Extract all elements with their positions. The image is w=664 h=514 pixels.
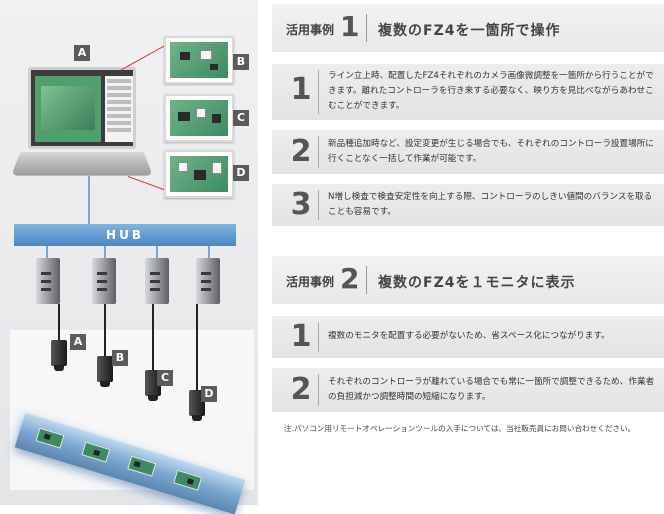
- item-text: それぞれのコントローラが離れている場合でも常に一箇所で調整できるため、作業者の負…: [328, 377, 655, 402]
- label-c-cam: C: [157, 370, 173, 386]
- label-b-cam: B: [112, 350, 128, 366]
- camera-b: [97, 356, 113, 387]
- case2-divider: [366, 266, 367, 294]
- network-cable: [156, 246, 158, 258]
- controller-d: [196, 258, 220, 304]
- item-divider: [318, 190, 319, 220]
- camera-a: [51, 340, 67, 371]
- network-cable: [46, 246, 48, 258]
- case1-number: 1: [340, 10, 360, 43]
- circuit-board: [173, 469, 203, 491]
- label-a-cam: A: [70, 334, 86, 350]
- item-number: 1: [290, 319, 312, 354]
- item-text: 新品種追加時など、設定変更が生じる場合でも、それぞれのコントローラ設置場所に行く…: [328, 139, 654, 164]
- item-number: 2: [290, 372, 312, 407]
- item-divider: [318, 136, 319, 168]
- case1-item: 2 新品種追加時など、設定変更が生じる場合でも、それぞれのコントローラ設置場所に…: [272, 130, 664, 174]
- case2-item: 1 複数のモニタを配置する必要がないため、省スペース化につながります。: [272, 316, 664, 358]
- camera-cable: [152, 304, 154, 370]
- case1-divider: [366, 14, 367, 42]
- case2-label: 活用事例: [286, 275, 335, 289]
- camera-cable: [104, 304, 106, 356]
- case2-item: 2 それぞれのコントローラが離れている場合でも常に一箇所で調整できるため、作業者…: [272, 368, 664, 412]
- item-text: N増し検査で検査安定性を向上する際、コントローラのしきい値間のバランスを取ること…: [328, 192, 653, 217]
- circuit-board: [127, 455, 157, 477]
- case1-label: 活用事例: [286, 23, 335, 37]
- label-c-thumb: C: [233, 110, 249, 126]
- system-illustration: A B C D HUB A: [0, 0, 258, 514]
- item-number: 2: [290, 134, 312, 169]
- controller-c: [145, 258, 169, 304]
- item-number: 1: [290, 72, 312, 107]
- camera-cable: [196, 304, 198, 390]
- item-divider: [318, 322, 319, 352]
- thumbnail-d: [164, 150, 234, 198]
- camera-view: [35, 76, 101, 142]
- laptop-screen: [28, 67, 136, 149]
- case2-number: 2: [340, 262, 360, 295]
- content-column: 活用事例 1 複数のFZ4を一箇所で操作 1 ライン立上時、配置したFZ4それぞ…: [272, 0, 664, 505]
- camera-cable: [58, 304, 60, 340]
- settings-panel: [105, 76, 133, 142]
- case2-header: 活用事例 2 複数のFZ4を１モニタに表示: [272, 256, 664, 304]
- laptop-keyboard: [11, 151, 153, 176]
- network-cable: [208, 246, 210, 258]
- controller-a: [36, 258, 60, 304]
- case1-header: 活用事例 1 複数のFZ4を一箇所で操作: [272, 4, 664, 52]
- network-cable: [104, 246, 106, 258]
- label-b-thumb: B: [233, 54, 249, 70]
- item-text: 複数のモニタを配置する必要がないため、省スペース化につながります。: [328, 331, 610, 341]
- footnote: 注.パソコン用リモートオペレーションツールの入手については、当社販売員にお問い合…: [284, 424, 636, 433]
- circuit-board: [35, 427, 65, 449]
- item-number: 3: [290, 187, 312, 222]
- item-divider: [318, 374, 319, 406]
- label-d-thumb: D: [233, 165, 249, 181]
- case2-title: 複数のFZ4を１モニタに表示: [378, 275, 576, 291]
- circuit-board: [81, 441, 111, 463]
- case1-item: 3 N増し検査で検査安定性を向上する際、コントローラのしきい値間のバランスを取る…: [272, 184, 664, 226]
- thumbnail-c: [164, 94, 234, 142]
- hub-bar: HUB: [14, 224, 236, 246]
- item-divider: [318, 70, 319, 114]
- case1-item: 1 ライン立上時、配置したFZ4それぞれのカメラ画像微調整を一箇所から行うことが…: [272, 64, 664, 120]
- item-text: ライン立上時、配置したFZ4それぞれのカメラ画像微調整を一箇所から行うことができ…: [328, 71, 654, 111]
- network-cable: [88, 176, 90, 224]
- thumbnail-b: [164, 36, 234, 84]
- case1-title: 複数のFZ4を一箇所で操作: [378, 23, 561, 39]
- label-d-cam: D: [201, 386, 217, 402]
- controller-b: [92, 258, 116, 304]
- label-a-laptop: A: [74, 45, 90, 61]
